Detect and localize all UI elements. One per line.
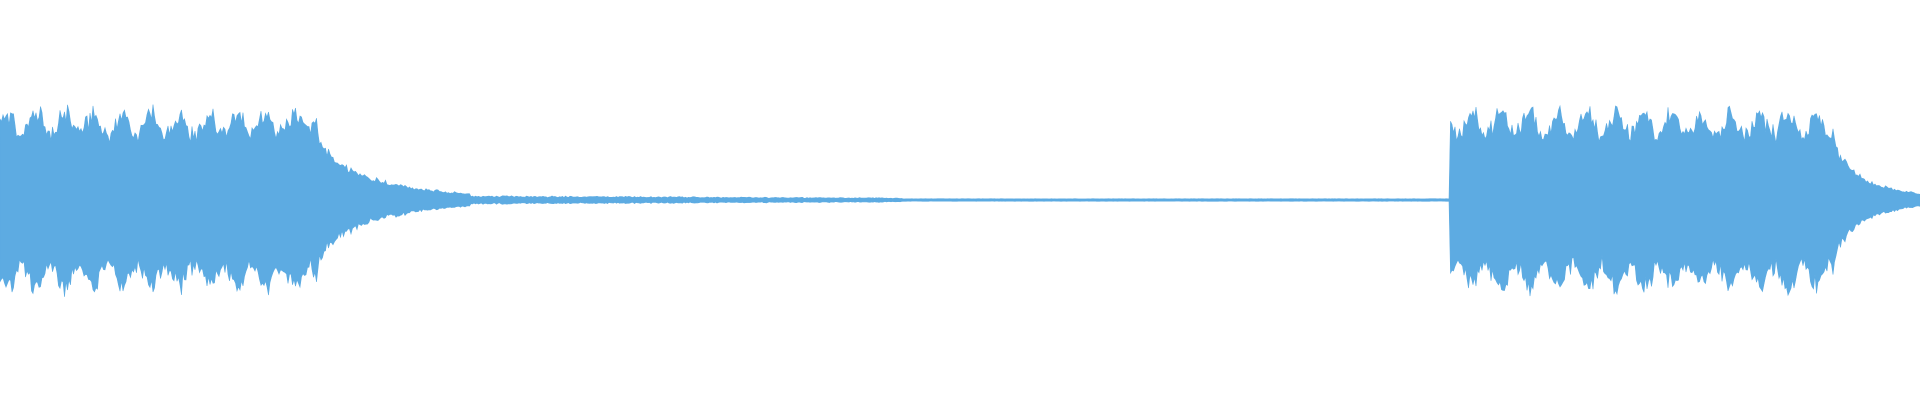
waveform-sample-dot [1060,199,1063,201]
waveform-sample-dot [1193,199,1196,201]
waveform-sample-dot [1364,199,1366,201]
waveform-sample-dot [1039,199,1042,201]
waveform-sample-dot [1375,199,1377,201]
waveform-sample-dot [1323,199,1326,201]
waveform-sample-dot [1346,199,1349,201]
waveform-sample-dot [1261,199,1264,201]
waveform-sample-dot [1104,199,1107,201]
waveform-sample-dot [1095,199,1098,201]
waveform-sample-dot [1149,199,1152,201]
waveform-sample-dot [1398,199,1401,201]
waveform-sample-dot [1005,199,1008,201]
waveform-sample-dot [1406,199,1409,201]
waveform-sample-dot [1209,199,1212,201]
waveform-sample-dot [936,199,938,201]
waveform-sample-dot [919,199,922,201]
waveform-sample-dot [1030,199,1033,201]
waveform-sample-dot [1216,199,1219,201]
waveform-sample-dot [1276,199,1279,201]
waveform-sample-dot [962,199,965,201]
waveform-sample-dot [1415,199,1418,201]
waveform-sample-dot [1014,199,1017,201]
waveform-sample-dot [1268,199,1270,201]
waveform-sample-dot [1423,199,1426,201]
waveform-sample-dot [1158,199,1161,201]
waveform-sample-dot [989,199,991,201]
waveform-quiet-tail [902,199,1446,201]
waveform-sample-dot [1123,199,1126,201]
waveform-sample-dot [943,199,946,201]
waveform-sample-dot [902,199,905,201]
waveform-sample-dot [1068,199,1071,201]
waveform-sample-dot [1178,199,1181,201]
waveform-sample-dot [1050,199,1053,201]
waveform-sample-dot [1184,199,1187,201]
waveform-sample-dot [1253,199,1256,201]
waveform-sample-dot [954,199,957,201]
waveform-sample-dot [1306,199,1309,201]
waveform-sample-dot [1113,199,1116,201]
waveform-sample-dot [1288,199,1291,201]
waveform-sample-dot [974,199,976,201]
waveform-sample-dot [1236,199,1239,201]
waveform-sample-dot [1024,199,1027,201]
waveform-sample-dot [980,199,983,201]
waveform-sample-dot [1443,199,1446,201]
waveform-sample-dot [1228,199,1231,201]
waveform-sample-dot [1435,199,1438,201]
waveform-sample-dot [1314,199,1317,201]
waveform-sample-dot [1299,199,1302,201]
waveform-sample-dot [1246,199,1248,201]
waveform-sample-dot [908,199,911,201]
waveform-sample-dot [1200,199,1203,201]
waveform-sample-dot [1353,199,1356,201]
waveform-sample-dot [999,199,1002,201]
waveform-sample-dot [1340,199,1343,201]
waveform-sample-dot [1384,199,1386,201]
waveform-sample-dot [1133,199,1136,201]
waveform-amplitude [0,104,1920,297]
waveform-sample-dot [1332,199,1335,201]
waveform-sample-dot [928,199,931,201]
waveform-sample-dot [1076,199,1079,201]
waveform-sample-dot [1166,199,1169,201]
waveform-sample-dot [1391,199,1394,201]
waveform-sample-dot [1143,199,1145,201]
waveform-sample-dot [1084,199,1087,201]
